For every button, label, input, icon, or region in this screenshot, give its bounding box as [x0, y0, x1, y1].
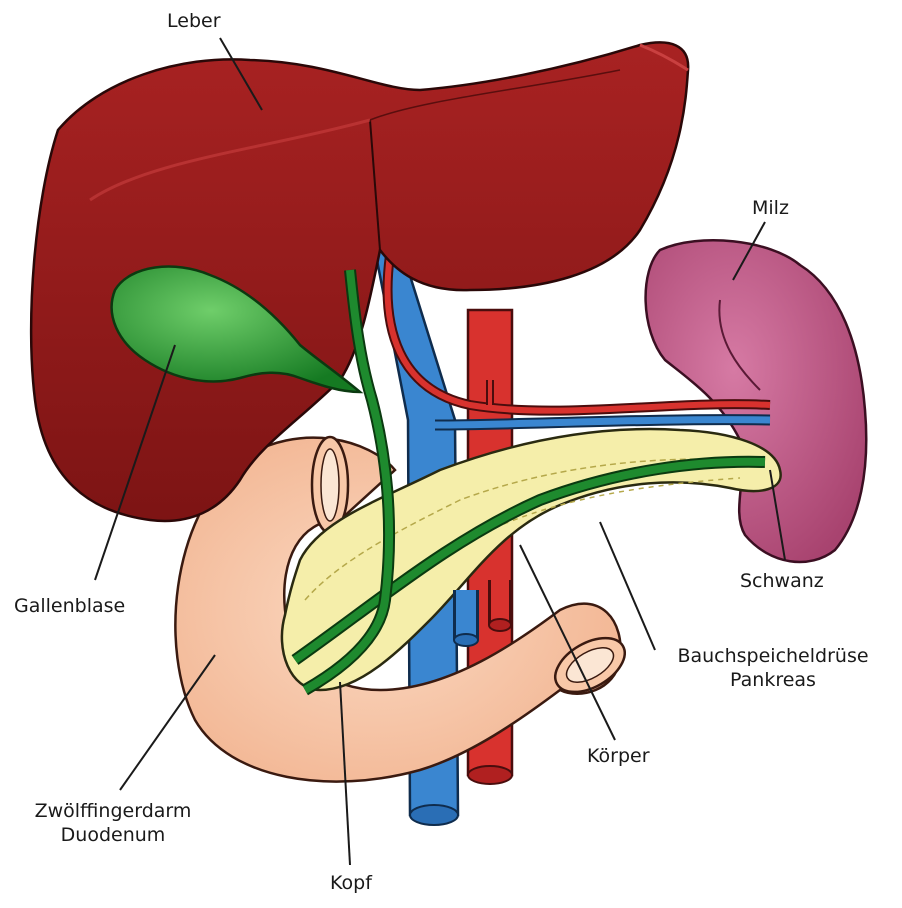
label-duodenum: Zwölffingerdarm Duodenum [8, 800, 218, 848]
label-tail: Schwanz [740, 570, 824, 594]
label-spleen: Milz [752, 197, 789, 221]
label-pancreas: Bauchspeicheldrüse Pankreas [660, 645, 886, 693]
label-head: Kopf [330, 872, 372, 896]
label-liver: Leber [167, 10, 221, 34]
label-pancreas-line1: Bauchspeicheldrüse [660, 645, 886, 669]
label-gallbladder: Gallenblase [14, 595, 125, 619]
label-duodenum-line2: Duodenum [8, 824, 218, 848]
label-body: Körper [587, 745, 650, 769]
label-duodenum-line1: Zwölffingerdarm [8, 800, 218, 824]
label-pancreas-line2: Pankreas [660, 669, 886, 693]
